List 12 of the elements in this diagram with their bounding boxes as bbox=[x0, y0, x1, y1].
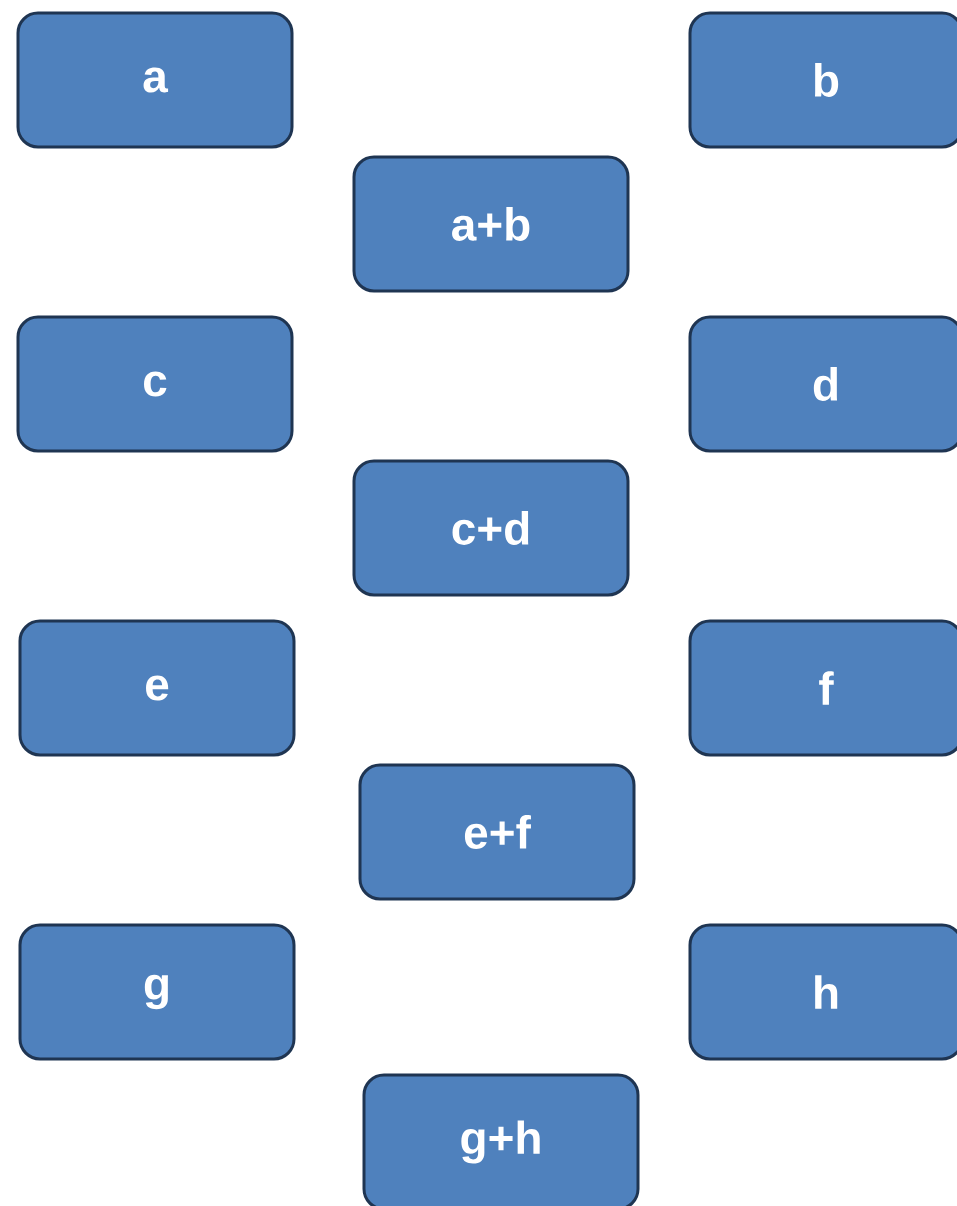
process-box: e+f bbox=[358, 763, 636, 901]
process-box: c bbox=[16, 315, 294, 453]
process-box: b bbox=[688, 11, 957, 149]
process-box: g bbox=[18, 923, 296, 1061]
process-box: d bbox=[688, 315, 957, 453]
process-box: f bbox=[688, 619, 957, 757]
process-box: a+b bbox=[352, 155, 630, 293]
process-box: a bbox=[16, 11, 294, 149]
process-box: e bbox=[18, 619, 296, 757]
process-box: h bbox=[688, 923, 957, 1061]
process-box: g+h bbox=[362, 1073, 640, 1206]
process-box: c+d bbox=[352, 459, 630, 597]
